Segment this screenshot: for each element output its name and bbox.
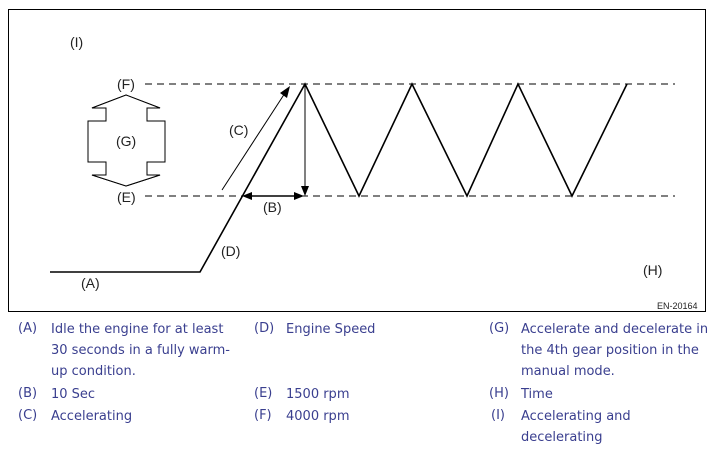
accelerating-arrowhead xyxy=(280,86,290,98)
label-D: (D) xyxy=(221,243,240,259)
accelerating-arrow xyxy=(221,92,286,191)
figure-code: EN-20164 xyxy=(657,301,698,311)
legend-key-F: (F) xyxy=(254,408,272,423)
legend-key-E: (E) xyxy=(254,386,273,401)
ten-sec-arrowhead-right xyxy=(294,192,304,200)
legend: (A) Idle the engine for at least 30 seco… xyxy=(0,318,716,453)
legend-text-A: Idle the engine for at least 30 seconds … xyxy=(51,322,230,379)
label-B: (B) xyxy=(263,199,282,215)
label-E: (E) xyxy=(117,189,136,205)
legend-text-H: Time xyxy=(521,387,553,402)
legend-text-E: 1500 rpm xyxy=(286,387,350,402)
legend-text-I: Accelerating and decelerating xyxy=(521,409,631,445)
legend-text-D: Engine Speed xyxy=(286,322,376,337)
legend-text-G: Accelerate and decelerate in the 4th gea… xyxy=(521,322,709,379)
label-A: (A) xyxy=(81,275,100,291)
label-C: (C) xyxy=(229,122,248,138)
legend-text-B: 10 Sec xyxy=(51,387,96,402)
drop-arrowhead xyxy=(301,186,309,196)
legend-key-I: (I) xyxy=(491,408,505,423)
legend-key-D: (D) xyxy=(254,321,275,336)
legend-text-F: 4000 rpm xyxy=(286,409,350,424)
engine-speed-trace xyxy=(50,82,628,273)
legend-key-G: (G) xyxy=(489,321,510,336)
legend-key-H: (H) xyxy=(489,386,509,401)
label-H: (H) xyxy=(643,262,662,278)
label-I: (I) xyxy=(70,34,83,50)
legend-key-A: (A) xyxy=(18,321,38,336)
accelerate-decelerate-shape-outline xyxy=(87,94,166,187)
ten-sec-arrowhead-left xyxy=(242,192,252,200)
diagram-frame xyxy=(8,9,706,312)
legend-text-C: Accelerating xyxy=(51,409,133,424)
label-G: (G) xyxy=(116,133,136,149)
legend-key-C: (C) xyxy=(18,408,38,423)
engine-speed-diagram: (I) (F) (G) (E) (C) (B) (D) (A) (H) EN-2… xyxy=(50,34,698,311)
legend-key-B: (B) xyxy=(18,386,38,401)
label-F: (F) xyxy=(117,76,135,92)
